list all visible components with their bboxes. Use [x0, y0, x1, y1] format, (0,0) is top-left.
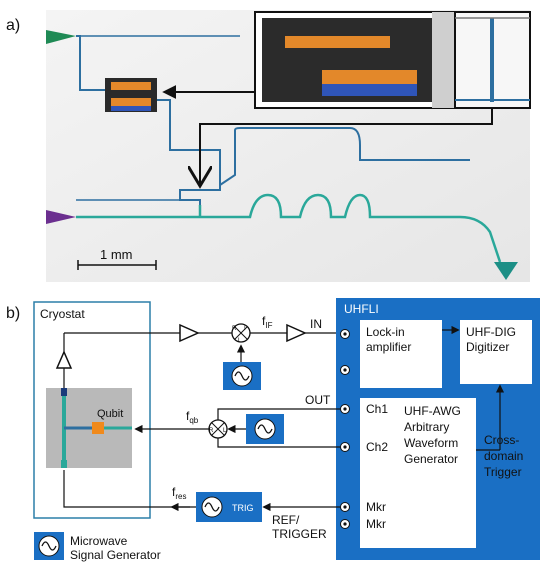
lockin-line2: amplifier — [366, 340, 411, 354]
awg-line2: Arbitrary — [404, 420, 449, 434]
svg-text:R: R — [209, 428, 214, 434]
ch2-line — [217, 437, 340, 448]
legend-line1: Microwave — [70, 534, 128, 548]
rt-amplifier-2 — [286, 323, 307, 343]
qubit-square — [92, 422, 104, 434]
upconversion-mixer: R L — [208, 419, 228, 439]
top-feedline — [76, 35, 110, 91]
port-mkr1-label: Mkr — [366, 500, 386, 514]
qb-lo-sine-icon — [257, 424, 273, 434]
awg-line4: Generator — [404, 452, 458, 466]
lo-sine-icon — [234, 371, 250, 381]
cross-line3: Trigger — [484, 465, 522, 479]
bottom-feedline — [76, 193, 502, 263]
svg-text:I: I — [244, 326, 246, 332]
svg-text:L: L — [223, 428, 227, 434]
panel-b-label: b) — [6, 305, 20, 322]
cross-line1: Cross- — [484, 433, 519, 447]
chip-micrograph: 1 mm — [46, 10, 531, 282]
readout-resonator — [234, 127, 470, 161]
input-port-green — [46, 30, 76, 44]
svg-text:L: L — [238, 338, 242, 344]
resonator-link — [219, 145, 236, 186]
uhfdig-line1: UHF-DIG — [466, 325, 516, 339]
qubit-pad-top — [111, 82, 151, 90]
trig-label: TRIG — [232, 503, 254, 513]
cryostat-box — [33, 301, 151, 519]
port-connectors — [340, 329, 350, 529]
out-label: OUT — [305, 393, 331, 407]
awg-box — [360, 398, 476, 548]
port-mkr2-label: Mkr — [366, 517, 386, 531]
port-ch1-label: Ch1 — [366, 402, 388, 416]
awg-line3: Waveform — [404, 436, 458, 450]
lockin-line1: Lock-in — [366, 325, 405, 339]
legend-sine-icon — [41, 541, 57, 551]
zoom-pad-top — [285, 36, 390, 48]
panel-a-label: a) — [6, 17, 20, 34]
qubit-pad-bottom — [111, 98, 151, 106]
zoom-right-strip — [432, 12, 455, 108]
qubit-blue-strip — [111, 106, 151, 111]
port-ch2-label: Ch2 — [366, 440, 388, 454]
qubit-label: Qubit — [97, 408, 123, 420]
ref-line2: TRIGGER — [272, 527, 327, 541]
ch1-line — [217, 408, 340, 420]
readout-sine-icon — [204, 502, 220, 512]
f-res-label: fres — [172, 485, 186, 501]
legend: Microwave Signal Generator — [34, 532, 161, 562]
chip-port-top — [61, 388, 67, 396]
cross-line2: domain — [484, 449, 523, 463]
output-port-teal — [494, 262, 518, 280]
legend-line2: Signal Generator — [70, 548, 161, 562]
cryostat-title: Cryostat — [40, 307, 85, 321]
svg-text:R: R — [232, 326, 237, 332]
uhfdig-line2: Digitizer — [466, 340, 509, 354]
chip-port-bottom — [61, 460, 67, 468]
ref-line1: REF/ — [272, 513, 300, 527]
in-label: IN — [310, 317, 322, 331]
input-port-purple — [46, 210, 76, 224]
f-if-label: fIF — [262, 314, 273, 330]
readout-line — [63, 470, 196, 508]
resonator-path — [157, 99, 221, 205]
lockin-box — [360, 320, 442, 388]
junction-arrow — [200, 108, 493, 186]
scale-bar-label: 1 mm — [100, 247, 133, 262]
rt-amplifier-1 — [179, 323, 200, 343]
uhfli-title: UHFLI — [344, 302, 379, 316]
zoom-blue-strip — [322, 84, 417, 96]
downconversion-mixer: R I L — [231, 323, 251, 344]
awg-line1: UHF-AWG — [404, 404, 461, 418]
cryo-amplifier — [55, 350, 73, 369]
zoom-pad-bottom — [322, 70, 417, 84]
f-qb-label: fqb — [186, 409, 199, 425]
uhfdig-box — [460, 320, 532, 384]
